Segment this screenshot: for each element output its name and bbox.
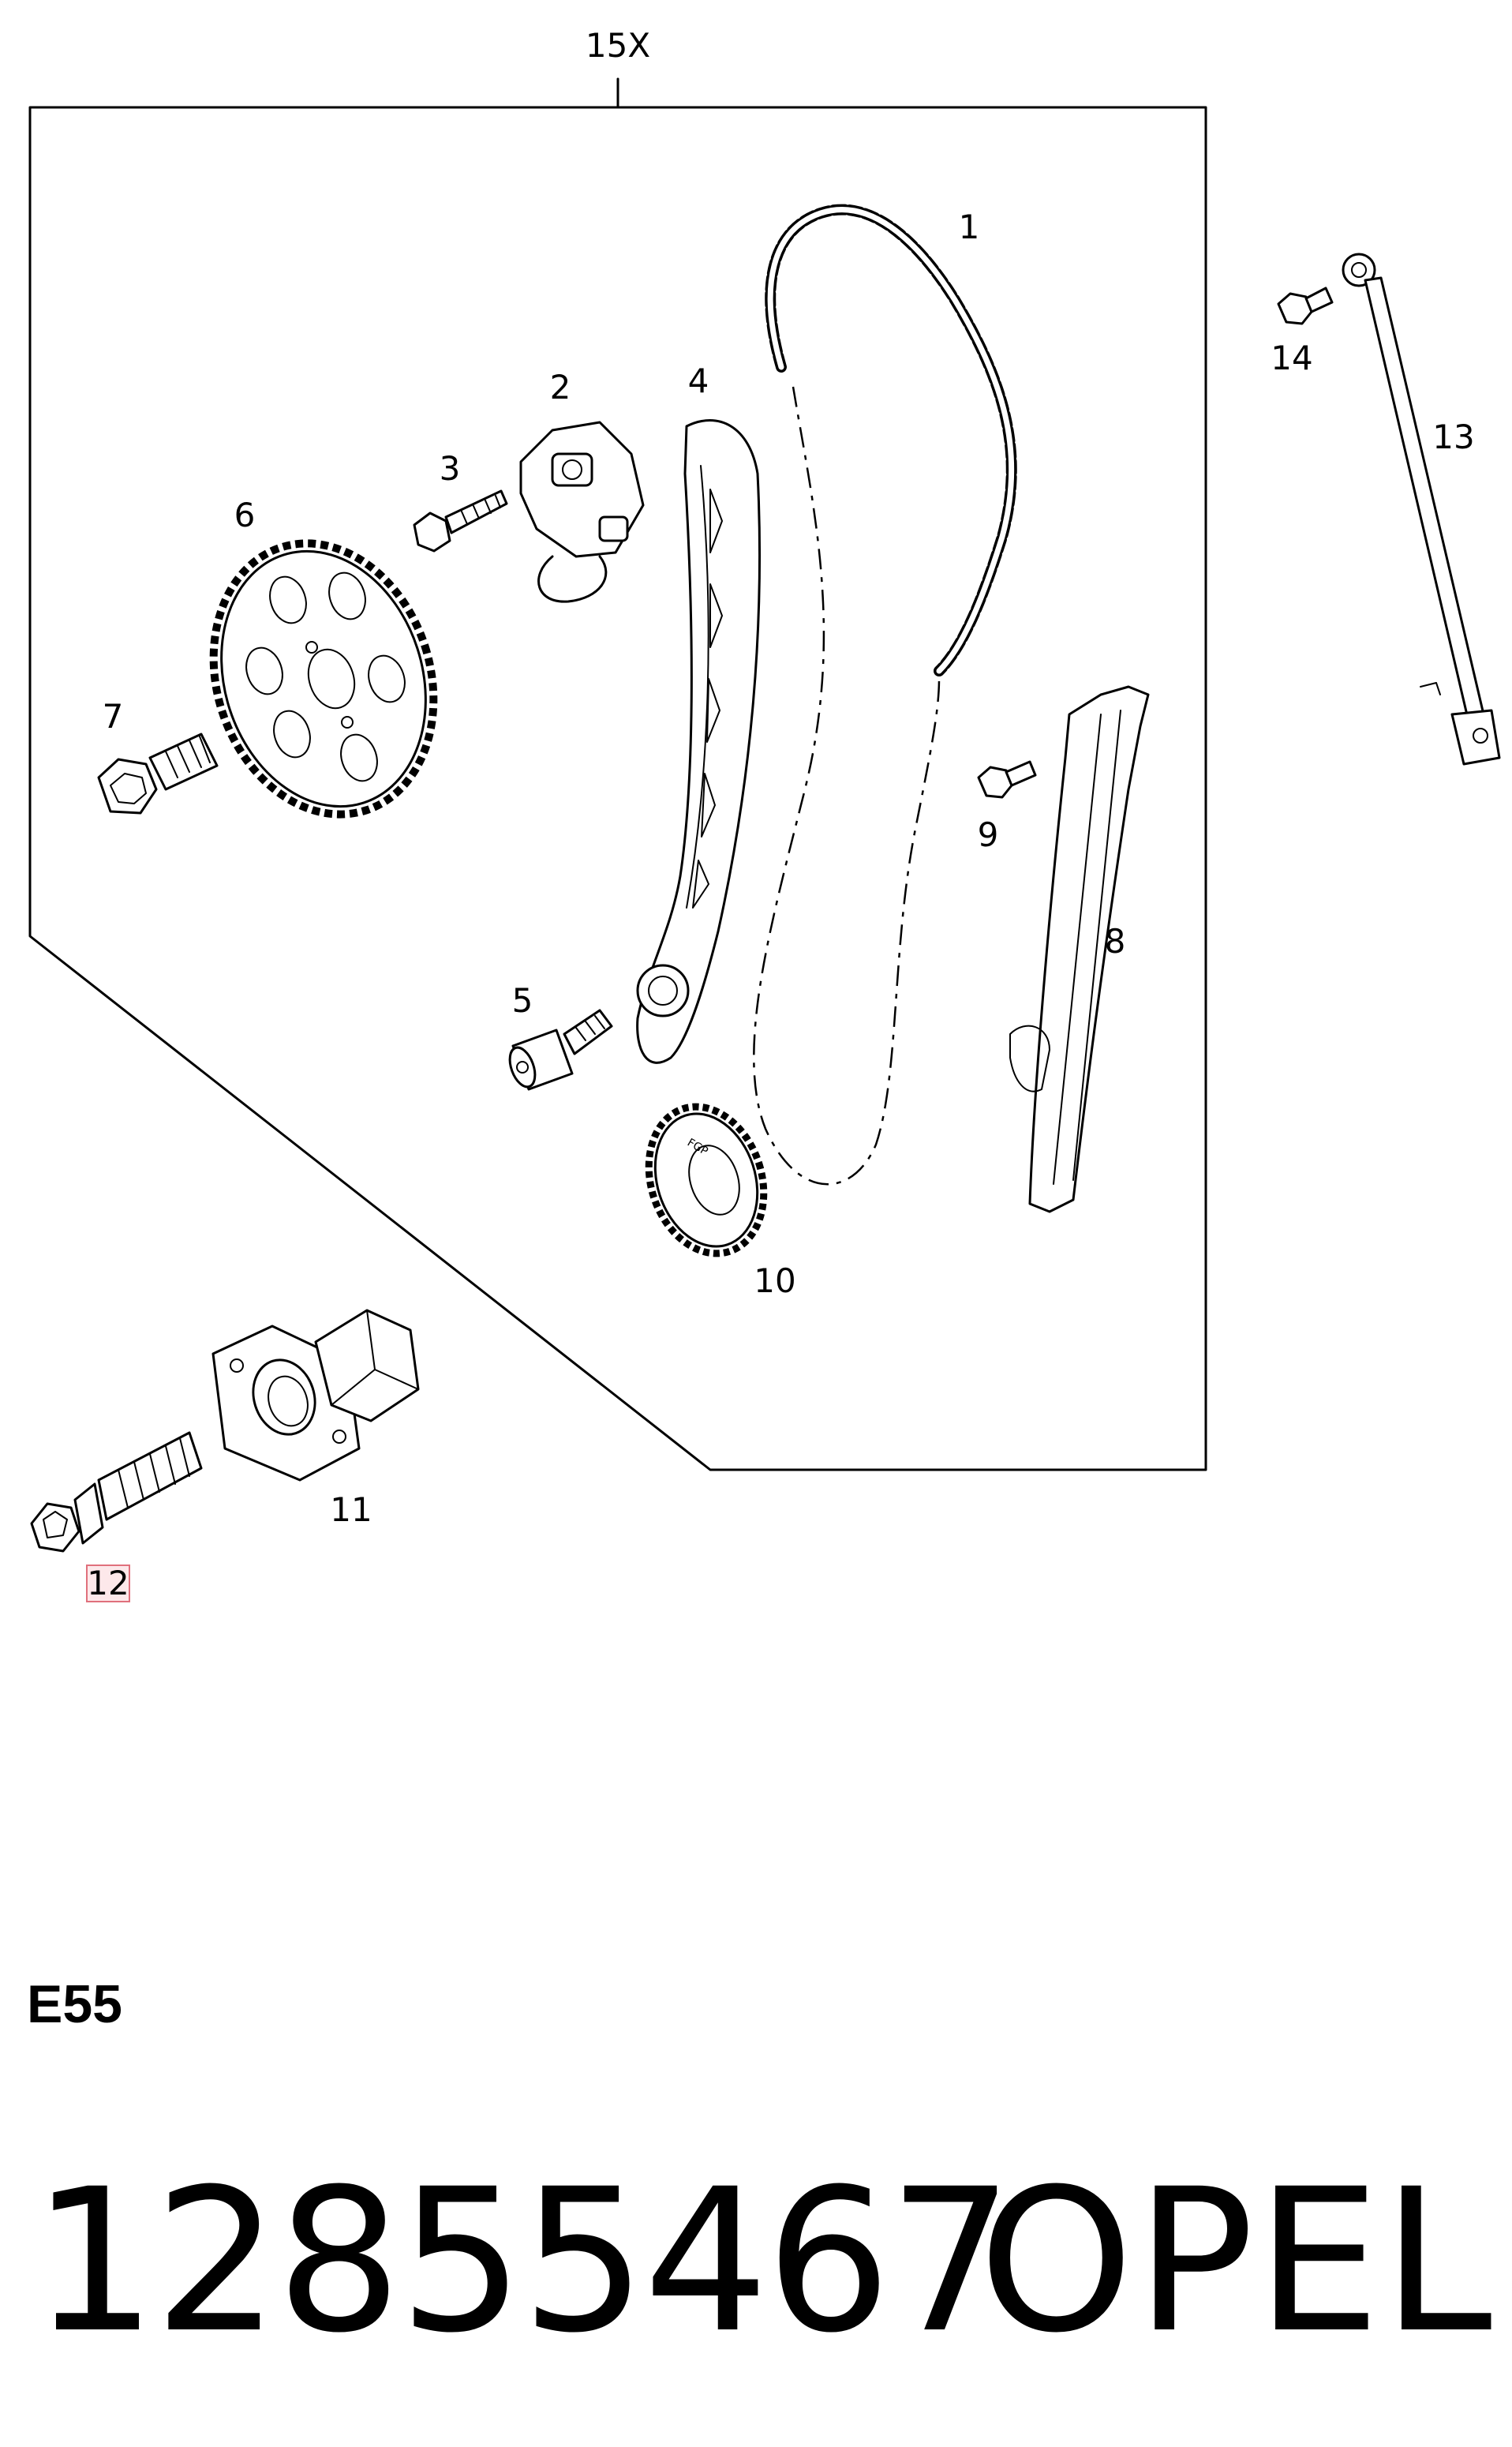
callout-2[interactable]: 2 (550, 368, 571, 407)
callout-9[interactable]: 9 (978, 815, 999, 854)
part-sprocket-bolt[interactable] (97, 733, 219, 815)
part-tensioner-housing[interactable] (211, 1309, 420, 1482)
part-number: 12855467 (32, 2146, 1013, 2376)
callout-3[interactable]: 3 (440, 449, 461, 488)
part-tensioner-bolt[interactable] (413, 489, 508, 553)
footer: 12855467 OPEL (32, 2146, 1492, 2376)
part-guide-rod[interactable] (1342, 253, 1501, 766)
callout-11[interactable]: 11 (330, 1490, 372, 1529)
callout-10[interactable]: 10 (754, 1261, 795, 1300)
timing-chain-exploded-diagram: 15X 1 2 3 4 5 (28, 26, 1501, 1602)
callout-1[interactable]: 1 (959, 208, 980, 246)
assembly-label[interactable]: 15X (586, 26, 650, 65)
part-chain-tensioner[interactable] (519, 421, 645, 603)
part-housing-bolt[interactable] (30, 1431, 203, 1553)
section-code: E55 (27, 1974, 122, 2034)
part-camshaft-sprocket[interactable] (180, 515, 468, 843)
callout-12[interactable]: 12 (87, 1564, 129, 1602)
part-timing-chain[interactable] (753, 204, 1017, 1186)
brand-name: OPEL (979, 2146, 1494, 2376)
callout-8[interactable]: 8 (1105, 922, 1126, 961)
part-crankshaft-sprocket[interactable]: FGP (631, 1092, 782, 1268)
part-guide-bolt[interactable] (977, 760, 1037, 799)
part-tensioner-guide[interactable] (636, 419, 762, 1064)
callout-14[interactable]: 14 (1271, 339, 1312, 377)
callout-4[interactable]: 4 (688, 362, 709, 400)
assembly-frame: 15X (28, 26, 1207, 1471)
callout-5[interactable]: 5 (512, 981, 533, 1020)
callout-12-highlight (86, 1565, 130, 1602)
callout-7[interactable]: 7 (103, 697, 124, 736)
callout-13[interactable]: 13 (1432, 418, 1474, 456)
callout-6[interactable]: 6 (234, 496, 256, 534)
part-fixed-chain-guide[interactable] (1009, 685, 1150, 1213)
part-guide-pin[interactable] (505, 1009, 613, 1091)
part-rod-bolt[interactable] (1277, 287, 1334, 325)
